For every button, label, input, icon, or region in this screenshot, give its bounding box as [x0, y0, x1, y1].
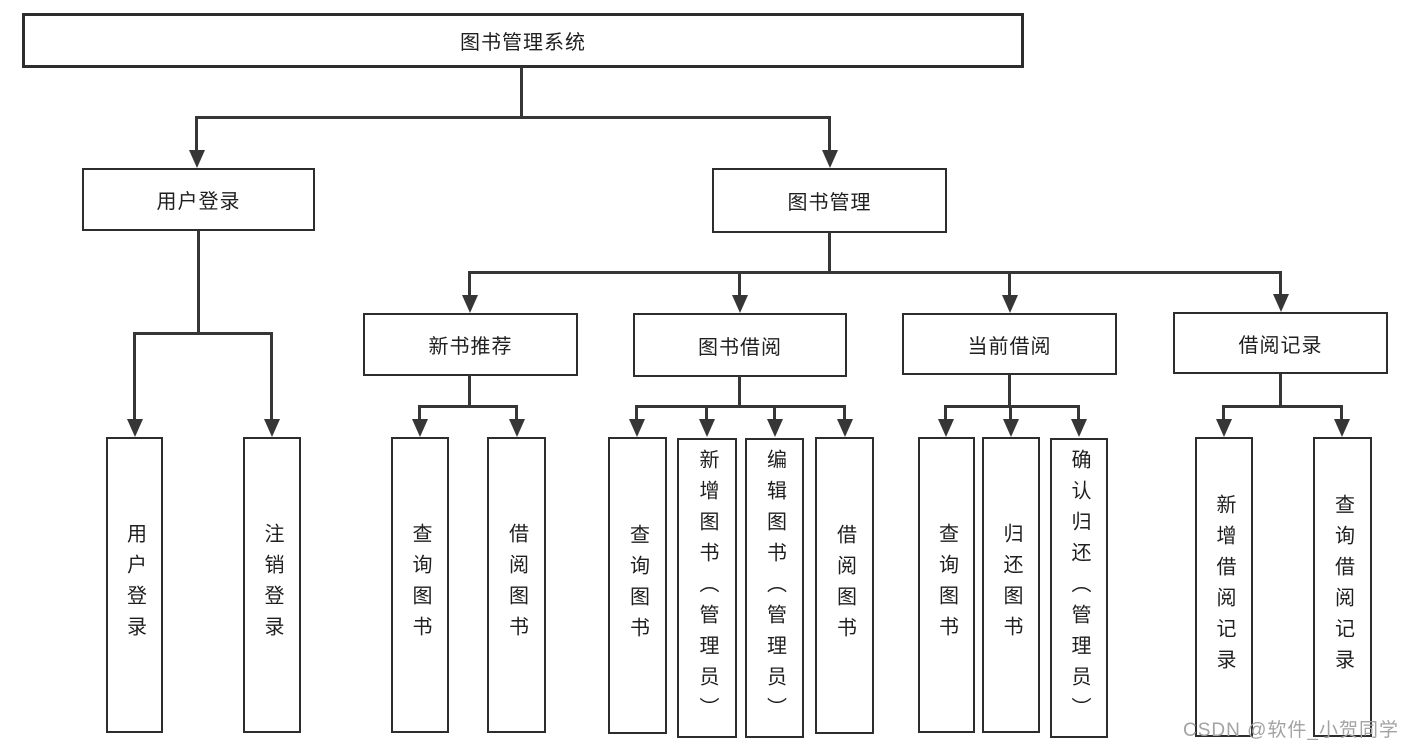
arrow-head	[412, 419, 428, 437]
connector-line	[468, 271, 471, 297]
node-borrow-records: 借阅记录	[1173, 312, 1388, 374]
node-label: 借阅记录	[1238, 334, 1323, 357]
connector-line	[468, 271, 1282, 274]
connector-line	[1008, 271, 1011, 297]
connector-line	[1009, 405, 1012, 421]
arrow-head	[837, 419, 853, 437]
connector-line	[1222, 405, 1225, 421]
connector-line	[195, 116, 831, 119]
arrow-head	[732, 295, 748, 313]
connector-line	[635, 405, 846, 408]
leaf-label: 编辑图书（管理员）	[763, 448, 786, 728]
leaf-query-borrow-record: 查询借阅记录	[1313, 437, 1372, 737]
leaf-borrow-books-recommend: 借阅图书	[487, 437, 546, 733]
arrow-head	[264, 419, 280, 437]
arrow-head	[462, 295, 478, 313]
leaf-return-books: 归还图书	[982, 437, 1040, 733]
connector-line	[828, 232, 831, 273]
leaf-add-books-admin: 新增图书（管理员）	[677, 438, 737, 738]
arrow-head	[509, 419, 525, 437]
leaf-query-books-recommend: 查询图书	[391, 437, 449, 733]
connector-line	[515, 405, 518, 421]
connector-line	[1008, 375, 1011, 406]
connector-line	[944, 405, 947, 421]
connector-line	[738, 376, 741, 406]
leaf-label: 确认归还（管理员）	[1068, 448, 1090, 728]
leaf-label: 查询图书	[409, 523, 431, 647]
connector-line	[418, 405, 421, 421]
node-user-login: 用户登录	[82, 168, 315, 231]
leaf-query-books-borrowing: 查询图书	[608, 437, 667, 734]
arrow-head	[1003, 419, 1019, 437]
leaf-label: 借阅图书	[505, 523, 528, 647]
leaf-label: 借阅图书	[833, 523, 856, 648]
leaf-label: 归还图书	[1000, 523, 1022, 647]
leaf-label: 查询图书	[935, 523, 958, 647]
arrow-head	[1071, 419, 1087, 437]
leaf-label: 查询图书	[626, 523, 649, 648]
connector-line	[843, 405, 846, 421]
node-label: 用户登录	[156, 191, 241, 213]
connector-line	[635, 405, 638, 421]
arrow-head	[629, 419, 645, 437]
arrow-head	[1334, 419, 1350, 437]
leaf-logout: 注销登录	[243, 437, 301, 733]
node-book-borrowing: 图书借阅	[633, 313, 847, 377]
connector-line	[270, 332, 273, 420]
node-current-borrowing: 当前借阅	[902, 313, 1117, 375]
connector-line	[1222, 405, 1343, 408]
node-label: 当前借阅	[967, 335, 1052, 358]
node-label: 新书推荐	[428, 336, 513, 358]
node-new-book-recommend: 新书推荐	[363, 313, 578, 376]
leaf-label: 新增借阅记录	[1213, 494, 1235, 680]
node-label: 图书管理	[787, 192, 872, 214]
connector-line	[133, 332, 273, 335]
leaf-add-borrow-record: 新增借阅记录	[1195, 437, 1253, 737]
connector-line	[418, 405, 518, 408]
leaf-confirm-return-admin: 确认归还（管理员）	[1050, 438, 1108, 738]
node-label: 图书借阅	[698, 336, 782, 359]
arrow-head	[767, 419, 783, 437]
leaf-label: 用户登录	[123, 523, 146, 647]
leaf-label: 注销登录	[261, 523, 283, 647]
connector-line	[773, 405, 776, 421]
leaf-borrow-books: 借阅图书	[815, 437, 874, 734]
connector-line	[468, 375, 471, 406]
node-label: 图书管理系统	[460, 32, 586, 54]
leaf-query-books-current: 查询图书	[918, 437, 975, 733]
connector-line	[1279, 271, 1282, 297]
arrow-head	[699, 419, 715, 437]
connector-line	[944, 405, 1080, 408]
leaf-edit-books-admin: 编辑图书（管理员）	[745, 438, 804, 738]
connector-line	[1077, 405, 1080, 421]
arrow-head	[1002, 295, 1018, 313]
node-library-management-system: 图书管理系统	[22, 13, 1024, 68]
leaf-label: 新增图书（管理员）	[696, 448, 718, 728]
connector-line	[195, 116, 198, 153]
connector-line	[1279, 374, 1282, 406]
connector-line	[133, 332, 136, 420]
node-book-management: 图书管理	[712, 168, 947, 233]
arrow-head	[822, 150, 838, 168]
connector-line	[520, 67, 523, 118]
arrow-head	[938, 419, 954, 437]
connector-line	[1340, 405, 1343, 421]
connector-line	[197, 231, 200, 334]
arrow-head	[1216, 419, 1232, 437]
connector-line	[828, 116, 831, 153]
connector-line	[738, 271, 741, 297]
leaf-label: 查询借阅记录	[1331, 494, 1354, 680]
arrow-head	[1273, 294, 1289, 312]
arrow-head	[127, 419, 143, 437]
connector-line	[705, 405, 708, 421]
arrow-head	[189, 150, 205, 168]
leaf-user-login: 用户登录	[106, 437, 163, 733]
